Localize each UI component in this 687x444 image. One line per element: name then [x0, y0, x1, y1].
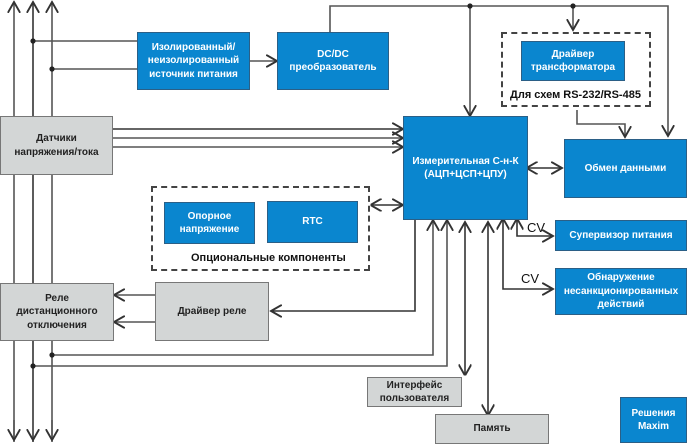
power-source-block: Изолированный/ неизолированный источник …: [137, 32, 250, 90]
rs-group-frame: [501, 32, 651, 107]
optional-group-label: Опциональные компоненты: [191, 252, 346, 264]
cv-label-2: CV: [521, 271, 540, 286]
relay-block: Реле дистанционного отключения: [0, 283, 114, 341]
rs-group-label: Для схем RS-232/RS-485: [510, 89, 641, 101]
mcu-block: Измерительная С-н-К (АЦП+ЦСП+ЦПУ): [403, 116, 528, 220]
legend-maxim: Решения Maxim: [620, 397, 687, 443]
memory-block: Память: [435, 414, 549, 444]
power-supervisor-block: Супервизор питания: [555, 220, 687, 251]
transformer-driver-block: Драйвер трансформатора: [521, 41, 625, 81]
dcdc-block: DC/DC преобразователь: [277, 32, 389, 90]
sensors-block: Датчики напряжения/тока: [0, 116, 113, 175]
cv-label-1: CV: [527, 220, 546, 235]
relay-driver-block: Драйвер реле: [155, 282, 269, 341]
rtc-block: RTC: [267, 201, 358, 243]
data-exchange-block: Обмен данными: [564, 139, 687, 198]
user-interface-block: Интерфейс пользователя: [367, 377, 462, 407]
tamper-detection-block: Обнаружение несанкционированных действий: [555, 268, 687, 315]
optional-group-frame: [151, 186, 370, 271]
reference-voltage-block: Опорное напряжение: [164, 202, 255, 244]
